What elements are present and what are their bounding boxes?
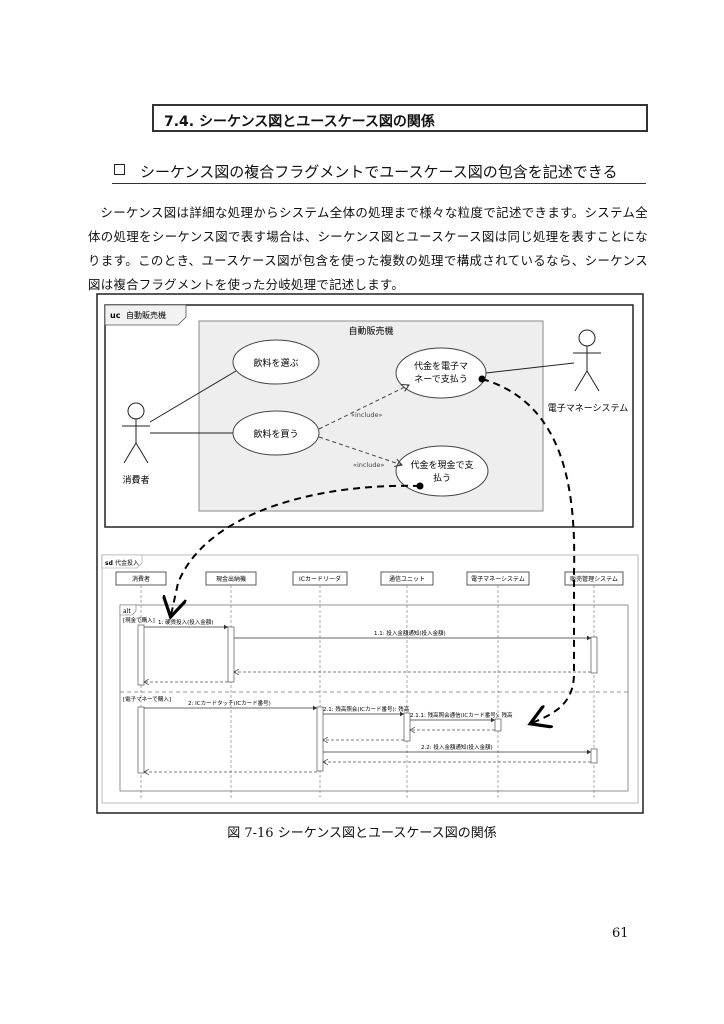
usecase-diagram: uc 自動販売機 自動販売機 消費者 電子マネーシステム 飲料を選ぶ 飲料を買う <box>104 304 634 528</box>
uc-pay-emoney-label-1: 代金を電子マ <box>414 360 468 372</box>
figure-svg: uc 自動販売機 自動販売機 消費者 電子マネーシステム 飲料を選ぶ 飲料を買う <box>96 293 644 814</box>
mapping-arrow-cash <box>171 484 421 615</box>
section-title: 7.4. シーケンス図とユースケース図の関係 <box>164 114 435 130</box>
figure: uc 自動販売機 自動販売機 消費者 電子マネーシステム 飲料を選ぶ 飲料を買う <box>96 293 644 814</box>
mapping-arrow-emoney <box>481 378 576 723</box>
sd-frame-tag: sd <box>105 560 113 567</box>
sd-frame-name: 代金投入 <box>115 559 139 567</box>
checkbox-bullet-icon <box>114 164 125 175</box>
alt-guard-emoney: [電子マネーで購入] <box>123 695 171 703</box>
subheading-text: シーケンス図の複合フラグメントでユースケース図の包含を記述できる <box>140 163 618 181</box>
lifeline-sales-system-label: 販売管理システム <box>570 575 618 583</box>
include-label-1: «include» <box>351 411 383 419</box>
system-name: 自動販売機 <box>348 325 393 337</box>
msg-2-1-1-label: 2.1.1: 残高照会通信(ICカード番号): 残高 <box>410 711 513 719</box>
sequence-diagram: sd 代金投入 消費者 現金出納機 ICカードリーダ 通信ユニット 電子マネーシ… <box>101 554 639 804</box>
figure-caption: 図 7-16 シーケンス図とユースケース図の関係 <box>227 826 497 841</box>
lifeline-comm-unit-label: 通信ユニット <box>389 575 425 583</box>
messages: 1: 硬貨投入(投入金額) 1.1: 投入金額通知(投入金額) 2: ICカード… <box>144 618 591 772</box>
uc-frame-label-box <box>104 304 187 326</box>
msg-1-label: 1: 硬貨投入(投入金額) <box>158 618 213 626</box>
alt-tag-box <box>119 604 137 616</box>
mapping-dot-cash <box>416 482 424 490</box>
alt-fragment <box>119 604 629 792</box>
subheading: シーケンス図の複合フラグメントでユースケース図の包含を記述できる <box>112 160 646 184</box>
uc-pay-cash <box>395 445 489 497</box>
actor-emoney-label: 電子マネーシステム <box>548 403 629 414</box>
msg-1-1-label: 1.1: 投入金額通知(投入金額) <box>374 629 446 637</box>
uc-pay-emoney <box>395 347 487 399</box>
uc-pay-emoney-label-2: ネーで支払う <box>414 373 467 385</box>
alt-tag: alt <box>123 608 131 615</box>
section-heading: 7.4. シーケンス図とユースケース図の関係 <box>152 104 648 132</box>
lifelines: 消費者 現金出納機 ICカードリーダ 通信ユニット 電子マネーシステム 販売管理… <box>115 571 624 586</box>
uc-pay-cash-label-1: 代金を現金で支 <box>410 459 473 471</box>
include-dependencies <box>318 385 409 465</box>
uc-select-drink <box>232 339 320 385</box>
actor-emoney <box>573 329 601 392</box>
alt-guard-cash: [現金で購入] <box>123 616 155 624</box>
mapping-dot-emoney <box>478 375 486 383</box>
uc-associations <box>149 362 575 434</box>
activation-bars <box>137 624 598 774</box>
lifeline-consumer-label: 消費者 <box>132 575 150 583</box>
uc-frame-name: 自動販売機 <box>126 310 166 320</box>
uc-pay-cash-label-2: 払う <box>433 472 451 484</box>
uc-frame-tag: uc <box>110 311 121 320</box>
uc-buy-drink-label: 飲料を買う <box>253 428 298 440</box>
msg-2-1-label: 2.1: 残高照会(ICカード番号): 残高 <box>323 705 410 713</box>
msg-2-2-label: 2.2: 投入金額通知(投入金額) <box>421 743 493 751</box>
include-label-2: «include» <box>353 461 385 469</box>
actor-consumer <box>122 402 150 464</box>
page-number: 61 <box>612 926 629 941</box>
uc-select-drink-label: 飲料を選ぶ <box>253 357 298 369</box>
body-paragraph: シーケンス図は詳細な処理からシステム全体の処理まで様々な粒度で記述できます。シス… <box>88 201 648 297</box>
sd-frame <box>101 554 639 804</box>
lifeline-ic-reader-label: ICカードリーダ <box>299 575 341 583</box>
actor-consumer-label: 消費者 <box>122 474 149 486</box>
lifeline-emoney-system-label: 電子マネーシステム <box>471 576 525 583</box>
mapping-annotations <box>171 375 576 724</box>
sd-frame-label-box <box>101 554 143 569</box>
msg-2-label: 2: ICカードタッチ(ICカード番号) <box>188 699 271 707</box>
lifeline-cash-unit-label: 現金出納機 <box>216 575 246 583</box>
body-text: シーケンス図は詳細な処理からシステム全体の処理まで様々な粒度で記述できます。シス… <box>88 205 648 292</box>
